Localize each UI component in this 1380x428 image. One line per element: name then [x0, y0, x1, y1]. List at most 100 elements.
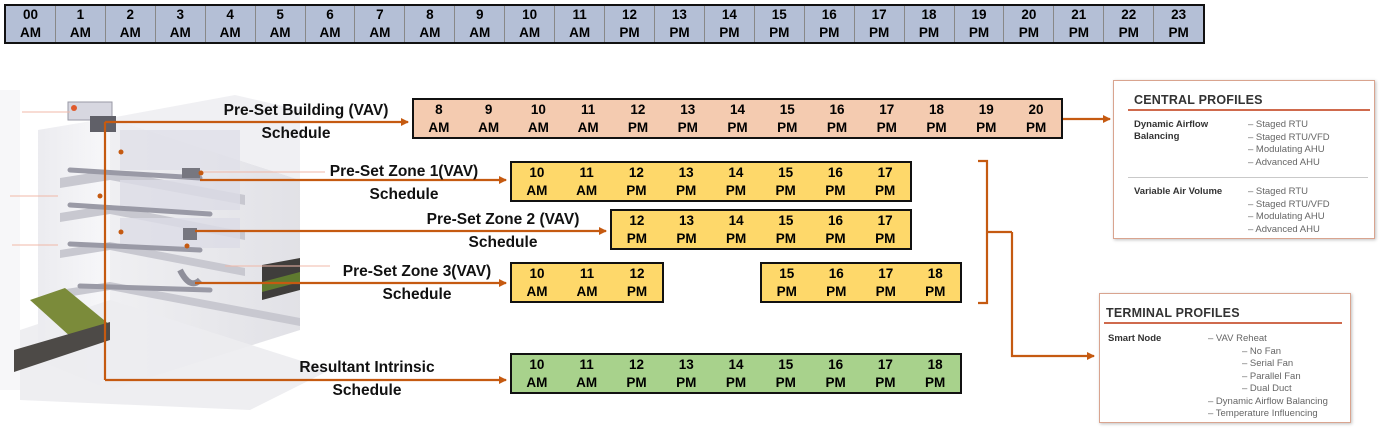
hour-period: PM — [875, 283, 896, 299]
hour-period: AM — [577, 119, 599, 135]
terminal-item: – Temperature Influencing — [1208, 408, 1318, 419]
hour-number: 13 — [671, 7, 687, 22]
hour-period: PM — [619, 25, 640, 40]
hour-period: PM — [775, 230, 796, 246]
hour-number: 16 — [821, 7, 837, 22]
hour-number: 15 — [778, 356, 794, 372]
hour-period: AM — [569, 25, 591, 40]
terminal-profiles-title: TERMINAL PROFILES — [1106, 306, 1240, 320]
building-schedule-label: Pre-Set Building (VAV) Schedule — [206, 99, 406, 145]
hour-number: 11 — [572, 7, 587, 22]
central-group2-item: – Staged RTU/VFD — [1248, 198, 1330, 210]
terminal-subitem: – Parallel Fan — [1242, 370, 1301, 382]
hour-number: 9 — [476, 7, 484, 22]
zone1-label-line2: Schedule — [369, 186, 439, 203]
hour-period: PM — [825, 230, 846, 246]
hour-period: AM — [428, 119, 450, 135]
hour-number: 17 — [871, 7, 887, 22]
hour-number: 17 — [877, 356, 893, 372]
hour-period: PM — [875, 374, 896, 390]
hour-period: PM — [976, 119, 997, 135]
hour-number: 10 — [529, 164, 545, 180]
hour-number: 23 — [1171, 7, 1187, 22]
hour-number: 15 — [779, 265, 795, 281]
terminal-item: – Dynamic Airflow Balancing — [1208, 395, 1328, 407]
terminal-title-rule — [1104, 322, 1342, 324]
hour-period: PM — [775, 182, 796, 198]
hour-number: 22 — [1121, 7, 1137, 22]
hour-number: 13 — [678, 212, 695, 228]
hour-number: 6 — [326, 7, 334, 22]
hour-period: PM — [925, 374, 946, 390]
hour-period: PM — [777, 119, 798, 135]
hour-number: 8 — [435, 101, 443, 117]
hour-number: 18 — [929, 101, 945, 117]
hour-number: 2 — [126, 7, 135, 22]
building-label-line2: Schedule — [261, 125, 331, 142]
hour-number: 17 — [878, 265, 894, 281]
zone1-label-line1: Pre-Set Zone 1(VAV) — [329, 163, 479, 180]
hour-period: AM — [576, 182, 598, 198]
hour-number: 17 — [877, 212, 893, 228]
hour-period: AM — [527, 119, 549, 135]
hour-number: 18 — [921, 7, 937, 22]
hour-period: AM — [526, 283, 548, 299]
hour-period: PM — [925, 283, 946, 299]
hour-number: 14 — [728, 356, 744, 372]
hour-period: AM — [419, 25, 441, 40]
hour-period: PM — [626, 283, 648, 299]
hour-period: PM — [826, 119, 848, 135]
connector-arrows — [103, 115, 1111, 384]
central-group2-items: – Staged RTU – Staged RTU/VFD – Modulati… — [1248, 186, 1330, 236]
hour-period: AM — [119, 25, 141, 40]
hour-number: 13 — [678, 164, 694, 180]
central-group1-items: – Staged RTU – Staged RTU/VFD – Modulati… — [1248, 119, 1330, 169]
hour-period: AM — [469, 25, 491, 40]
hour-number: 12 — [629, 265, 645, 281]
hour-period: PM — [1068, 25, 1089, 40]
hour-number: 20 — [1021, 7, 1037, 22]
hour-period: PM — [725, 374, 747, 390]
hour-period: PM — [627, 119, 649, 135]
arrow-terminal — [1010, 232, 1095, 360]
hour-period: PM — [825, 374, 846, 390]
hour-period: AM — [219, 25, 241, 40]
zone3-label-line1: Pre-Set Zone 3(VAV) — [342, 263, 492, 280]
terminal-label: Smart Node — [1108, 333, 1162, 344]
hour-period: PM — [819, 25, 840, 40]
hour-period: PM — [776, 283, 797, 299]
zone2-label-line1: Pre-Set Zone 2 (VAV) — [426, 211, 580, 228]
hour-number: 15 — [771, 7, 787, 22]
central-group1-line2: Balancing — [1134, 131, 1180, 142]
hour-period: AM — [576, 283, 598, 299]
hour-number: 10 — [522, 7, 538, 22]
